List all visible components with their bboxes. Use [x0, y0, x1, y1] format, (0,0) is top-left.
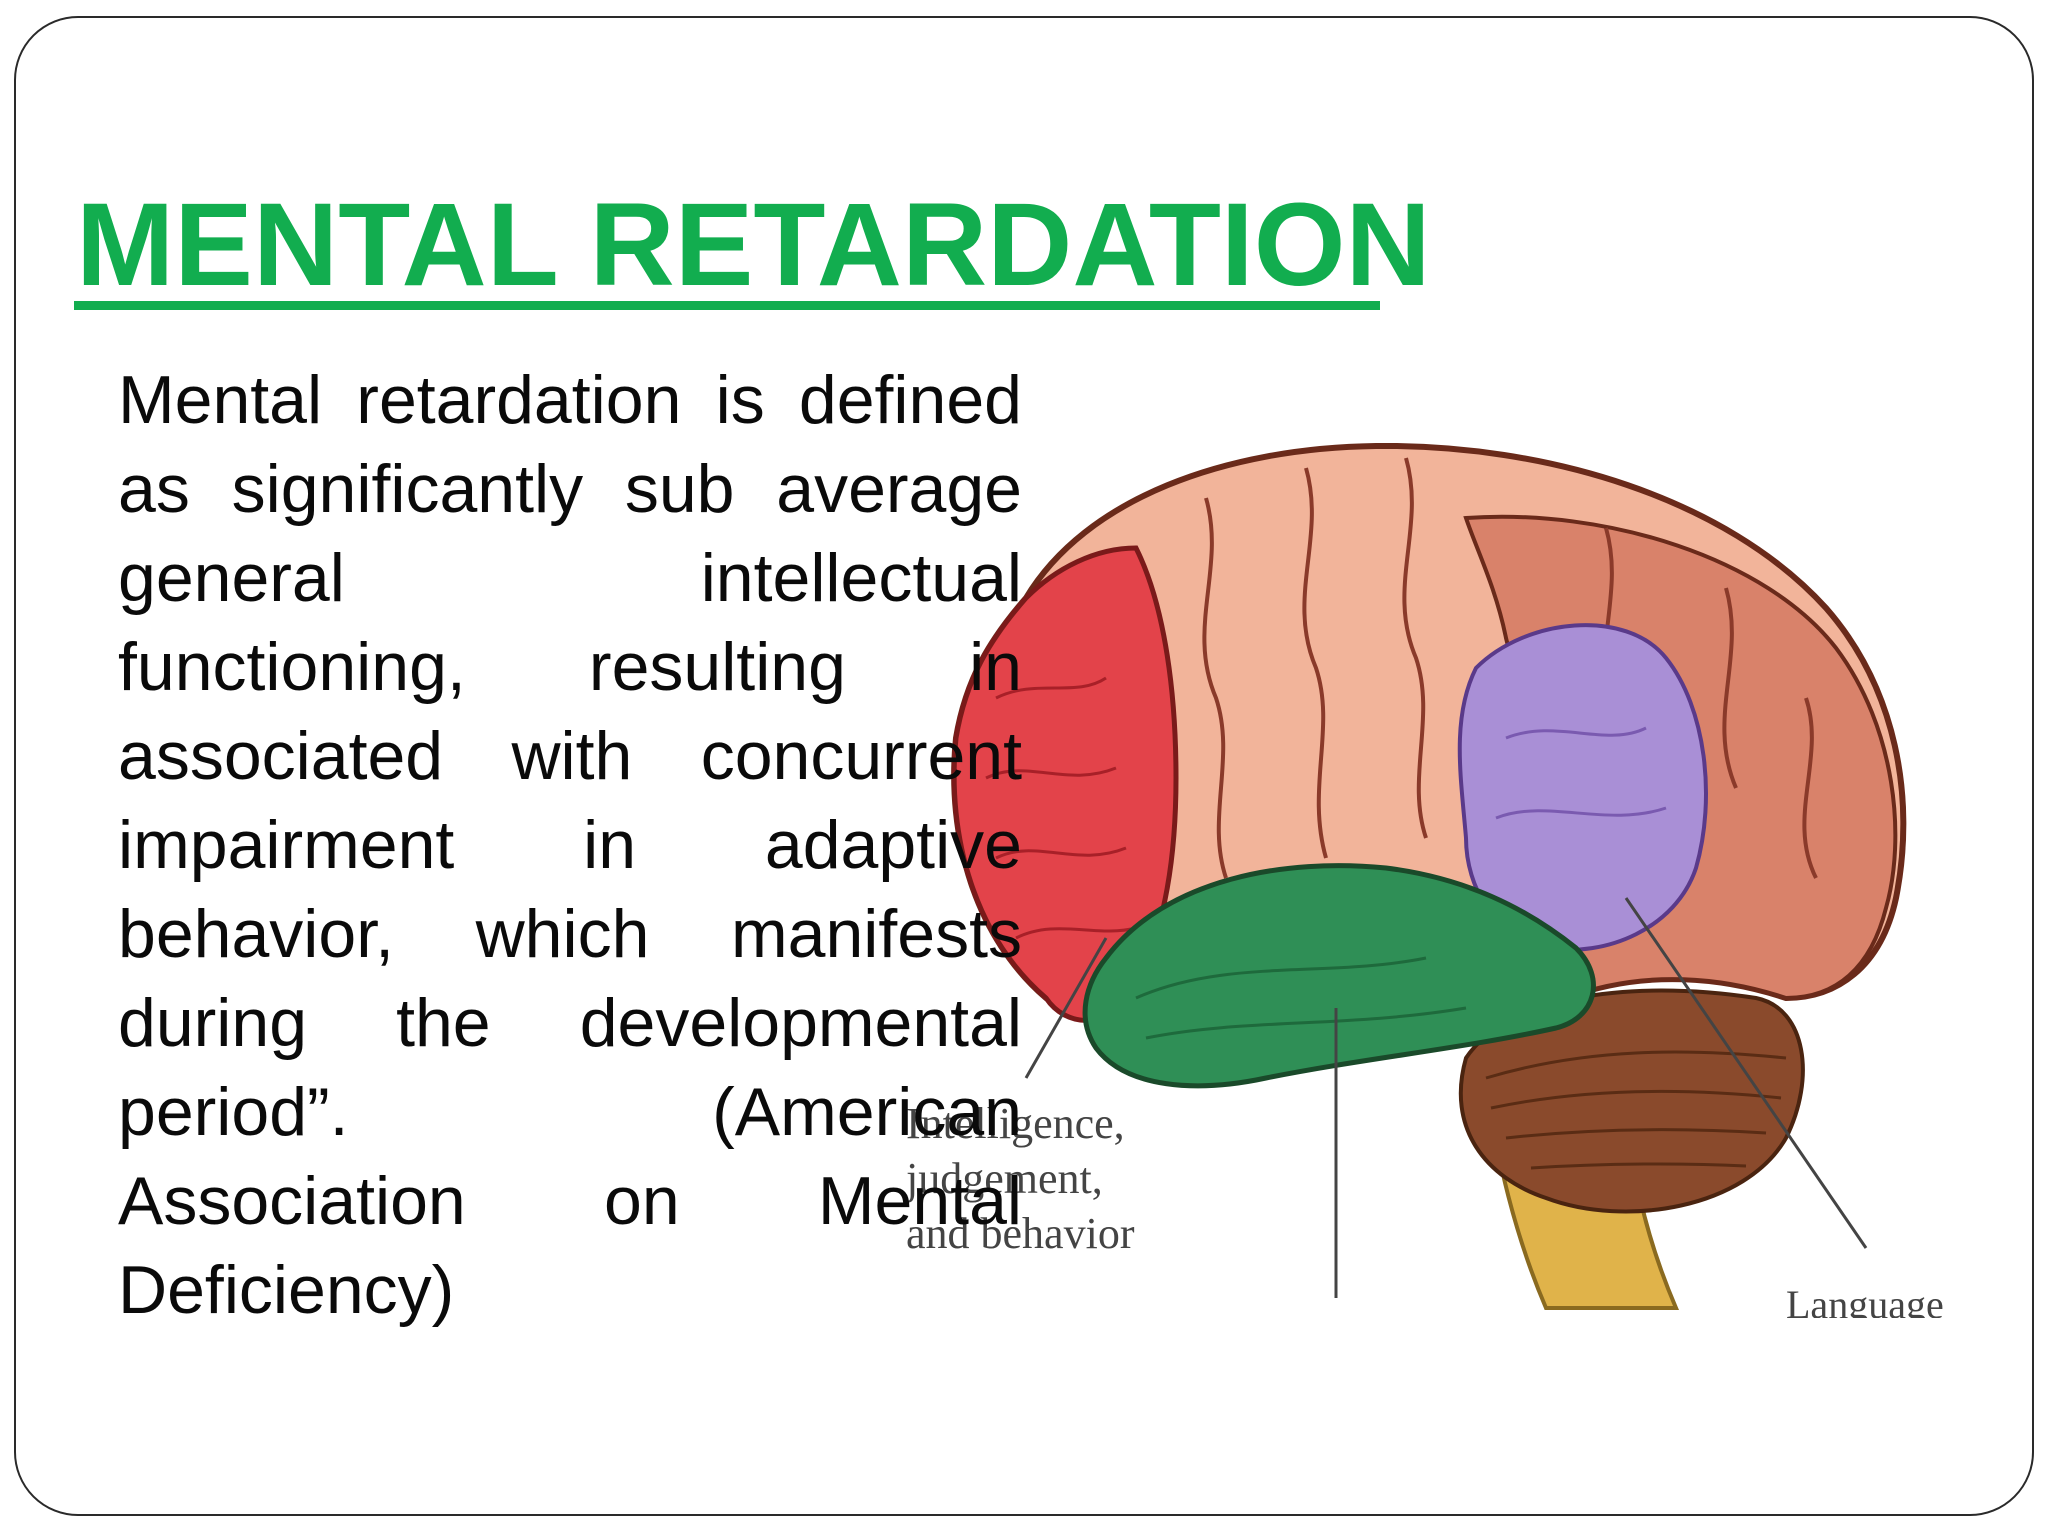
label-intelligence-line1: Intelligence, — [906, 1099, 1125, 1148]
brain-illustration: Intelligence, judgement, and behavior La… — [906, 442, 1944, 1318]
frontal-folds — [985, 676, 1137, 940]
cerebellum — [1458, 988, 1805, 1214]
label-language: Language — [1786, 1282, 1944, 1318]
slide-title: MENTAL RETARDATION — [76, 179, 1431, 311]
language-folds — [1495, 726, 1667, 820]
label-intelligence-line2: judgement, — [906, 1154, 1103, 1203]
leader-line-language — [1624, 897, 1868, 1249]
definition-paragraph: Mental retardation is defined as signifi… — [118, 362, 1022, 1328]
temporal-lobe — [1082, 863, 1596, 1089]
leader-line-intelligence — [1024, 937, 1108, 1079]
slide-frame: MENTAL RETARDATION Mental retardation is… — [14, 16, 2034, 1516]
cerebellum-folds — [1485, 1050, 1787, 1170]
label-intelligence-line3: and behavior — [906, 1209, 1135, 1258]
temporal-folds — [1135, 956, 1467, 1040]
title-underline — [74, 301, 1380, 310]
language-area — [1457, 623, 1708, 952]
